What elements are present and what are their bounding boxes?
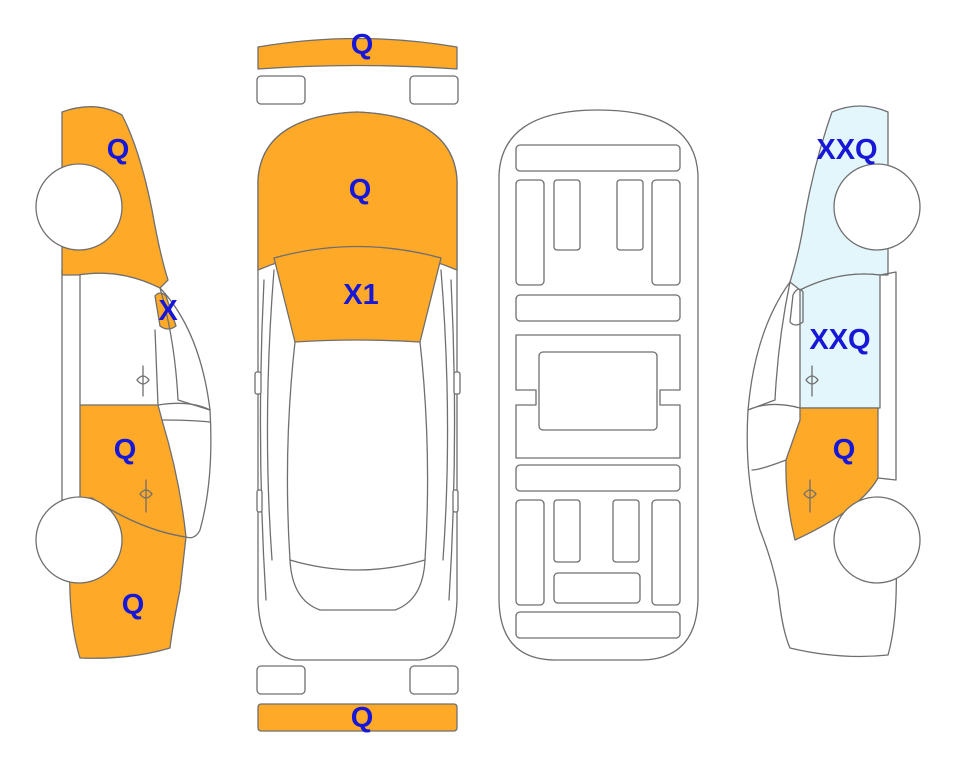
right-sill-line: [751, 459, 787, 471]
left-mirror-top: [254, 371, 262, 395]
left-side-line: [259, 279, 267, 601]
right-body-outline: [746, 271, 897, 658]
right-front-handle: [805, 365, 819, 397]
under-center-plate: [538, 351, 658, 431]
left-headlight: [256, 75, 306, 105]
cabin-outline: [286, 341, 429, 571]
under-mid-bar-2: [515, 464, 681, 492]
right-mirror-outline: [789, 288, 804, 326]
right-handle-top: [452, 489, 459, 513]
windshield-panel[interactable]: [273, 245, 442, 343]
rear-bumper-label: Q: [351, 702, 374, 734]
right-front-fender-label: XXQ: [816, 134, 877, 166]
left-rear-wheel: [35, 496, 123, 584]
left-sill-line: [157, 402, 211, 423]
under-front-right-rail: [651, 179, 681, 286]
right-headlight: [409, 75, 459, 105]
left-taillight: [256, 665, 306, 695]
left-side-view: Q X Q Q: [35, 106, 212, 659]
windshield-label: X1: [343, 279, 378, 311]
under-rear-right-rail: [651, 499, 681, 606]
right-rear-door-panel[interactable]: [785, 407, 879, 541]
right-side-line: [448, 279, 456, 601]
right-rear-wheel: [833, 496, 921, 584]
under-front-left-rail: [515, 179, 545, 286]
left-rear-handle: [139, 479, 153, 513]
left-mirror-label: X: [158, 295, 178, 327]
under-rear-left-rail: [515, 499, 545, 606]
left-front-handle: [136, 365, 150, 397]
under-mid-frame: [515, 334, 681, 459]
under-rear-left-block: [553, 499, 581, 563]
right-front-wheel: [833, 163, 921, 251]
under-rear-right-block: [612, 499, 640, 563]
left-window-line: [79, 274, 211, 411]
right-taillight: [409, 665, 459, 695]
front-bumper-panel[interactable]: [257, 37, 458, 70]
under-rear-bar: [515, 611, 681, 639]
left-front-wheel: [35, 163, 123, 251]
under-rear-center: [553, 572, 641, 604]
right-front-door-label: XXQ: [809, 324, 870, 356]
underbody-view: [498, 109, 699, 661]
top-view: Q Q X1 Q: [254, 29, 461, 734]
left-rear-door-label: Q: [114, 434, 137, 466]
under-front-bar: [515, 144, 681, 172]
right-side-view: XXQ XXQ Q: [746, 105, 921, 658]
right-pillar-line: [440, 269, 449, 561]
left-handle-top: [256, 489, 263, 513]
under-mid-bar-1: [515, 294, 681, 322]
under-front-left-block: [553, 179, 581, 251]
left-pillar-line: [266, 269, 275, 561]
left-door-divider: [154, 329, 159, 406]
left-front-fender-label: Q: [107, 134, 130, 166]
right-rear-door-label: Q: [833, 434, 856, 466]
right-front-door-panel[interactable]: [799, 273, 881, 409]
underbody-outline: [498, 109, 699, 661]
left-rear-quarter-label: Q: [122, 589, 145, 621]
right-window-line: [747, 281, 801, 411]
hood-label: Q: [349, 174, 372, 206]
right-rear-handle: [803, 479, 817, 513]
right-mirror-top: [453, 371, 461, 395]
front-bumper-label: Q: [351, 29, 374, 61]
rear-bumper-panel[interactable]: [257, 703, 458, 732]
under-front-right-block: [616, 179, 644, 251]
rear-window-line: [289, 559, 426, 611]
